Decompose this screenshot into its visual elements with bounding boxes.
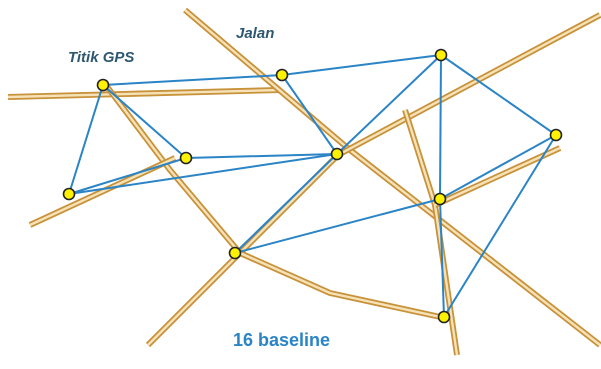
road-label: Jalan bbox=[236, 25, 275, 42]
baseline-P3-P6 bbox=[185, 153, 338, 159]
baseline-P8-P9 bbox=[439, 134, 557, 200]
gps-point-P6 bbox=[330, 147, 344, 161]
baseline-P1-P4 bbox=[68, 84, 104, 195]
gps-point-P8 bbox=[433, 192, 447, 206]
gps-point-label: Titik GPS bbox=[68, 49, 135, 66]
baseline-P3-P4 bbox=[68, 157, 187, 195]
baseline-P8-P10 bbox=[439, 198, 445, 318]
road-3 bbox=[145, 12, 601, 348]
gps-point-P9 bbox=[549, 128, 563, 142]
gps-point-P1 bbox=[96, 78, 110, 92]
roads-layer bbox=[7, 7, 601, 356]
baseline-P7-P8 bbox=[234, 198, 441, 254]
baseline-P4-P6 bbox=[68, 153, 338, 195]
gps-point-P5 bbox=[434, 48, 448, 62]
baseline-P9-P10 bbox=[443, 134, 557, 318]
baseline-P2-P6 bbox=[281, 74, 338, 155]
baseline-P5-P6 bbox=[336, 54, 442, 155]
road-7 bbox=[433, 145, 562, 208]
baseline-P5-P9 bbox=[440, 54, 557, 136]
baselines-layer bbox=[68, 54, 557, 318]
baseline-P2-P5 bbox=[281, 54, 442, 76]
gps-point-P4 bbox=[62, 187, 76, 201]
baseline-P1-P3 bbox=[102, 84, 187, 159]
gps-points-layer bbox=[62, 48, 563, 324]
gps-point-P7 bbox=[228, 246, 242, 260]
gps-point-P2 bbox=[275, 68, 289, 82]
baseline-P5-P8 bbox=[439, 54, 442, 200]
road-1 bbox=[7, 87, 281, 100]
gps-point-P10 bbox=[437, 310, 451, 324]
baseline-P1-P2 bbox=[102, 74, 283, 86]
baseline-P6-P7 bbox=[234, 153, 338, 254]
road-4 bbox=[102, 82, 446, 321]
baseline-count-label: 16 baseline bbox=[233, 330, 331, 350]
gps-point-P3 bbox=[179, 151, 193, 165]
